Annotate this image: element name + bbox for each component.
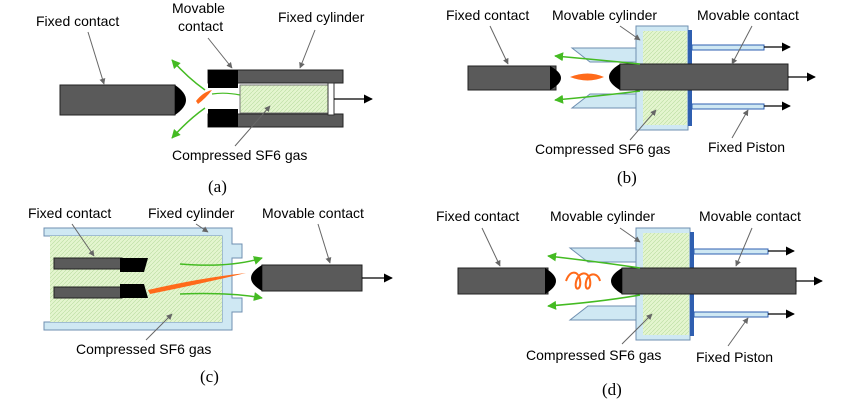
label-movable-contact-2: contact [178, 18, 223, 34]
leader-fixed-contact [489, 25, 509, 65]
fixed-contact-rod [467, 65, 557, 91]
label-gas: Compressed SF6 gas [76, 341, 211, 357]
label-gas: Compressed SF6 gas [535, 141, 670, 157]
leader-fixed-cylinder [299, 29, 316, 69]
movable-cylinder-upper [570, 47, 643, 63]
leader-fixed-contact [71, 223, 95, 257]
leader-movable-contact [731, 25, 753, 65]
fixed-contact-tip [175, 85, 186, 115]
leader-fixed-contact [87, 31, 106, 85]
fixed-contact-tip [545, 268, 556, 294]
panel-a: Fixed contact Movable contact Fixed cyli… [36, 0, 373, 196]
caption-b: (b) [617, 168, 637, 187]
fixed-contact-upper [53, 257, 123, 270]
gas-flow-arrow-up [179, 256, 263, 266]
panel-c: Fixed contact Fixed cylinder Movable con… [28, 205, 393, 386]
fixed-contact-rod [457, 267, 549, 295]
movable-contact-rod [261, 264, 363, 292]
fixed-contact-upper-tip [120, 258, 148, 272]
gas-flow-arrow-up [171, 59, 206, 91]
label-movable-contact: Movable contact [697, 7, 799, 23]
gas-flow-inner [211, 92, 241, 96]
compressed-gas-region [239, 84, 329, 114]
gas-flow-arrow-down [547, 294, 641, 310]
caption-d: (d) [602, 380, 622, 399]
leader-gas [621, 313, 653, 345]
panel-d: Fixed contact Movable cylinder Movable c… [436, 208, 823, 399]
fixed-contact-lower [53, 286, 123, 299]
label-movable-contact: Movable contact [699, 208, 801, 224]
leader-fixed-cylinder [195, 223, 209, 233]
leader-fixed-piston [731, 109, 749, 139]
piston-rod-bottom [693, 311, 769, 318]
movable-contact-tip [609, 64, 620, 90]
fixed-contact-rod [59, 84, 176, 116]
gas-flow-arrow-up [547, 252, 641, 269]
gas-flow-arrow-down [171, 107, 206, 139]
compressed-gas-region [50, 236, 222, 322]
movable-contact-tip [611, 268, 622, 294]
gas-flow-arrow-down [554, 90, 641, 104]
panel-b: Fixed contact Movable cylinder Movable c… [446, 7, 816, 187]
movable-contact-upper [208, 70, 238, 88]
label-fixed-contact: Fixed contact [446, 7, 529, 23]
leader-gas [145, 313, 173, 341]
label-gas: Compressed SF6 gas [526, 347, 661, 363]
movable-contact-rod [619, 63, 789, 91]
fixed-contact-tip [550, 66, 561, 90]
leader-movable-cylinder [619, 25, 641, 41]
movable-cylinder-lower [570, 93, 643, 109]
fixed-contact-lower-tip [120, 284, 148, 298]
label-fixed-contact: Fixed contact [36, 13, 119, 29]
leader-gas [234, 105, 271, 147]
leader-movable-cylinder [619, 227, 641, 243]
movable-contact-tip [251, 265, 262, 291]
piston-plate [327, 82, 335, 116]
electric-arc [565, 271, 601, 290]
leader-fixed-contact [481, 227, 501, 267]
label-movable-cylinder: Movable cylinder [550, 208, 655, 224]
label-fixed-cylinder: Fixed cylinder [148, 205, 235, 221]
label-movable-contact: Movable contact [262, 205, 364, 221]
electric-arc [196, 90, 212, 104]
gas-flow-arrow-down [179, 292, 263, 301]
caption-a: (a) [208, 177, 227, 196]
label-gas: Compressed SF6 gas [172, 147, 307, 163]
label-fixed-contact: Fixed contact [28, 205, 111, 221]
leader-fixed-piston [727, 317, 749, 347]
label-movable-contact-1: Movable [172, 0, 225, 16]
piston-rod-top [693, 248, 769, 255]
piston-rod-top [691, 44, 765, 51]
piston-rod-bottom [691, 103, 765, 110]
leader-movable-contact [207, 37, 233, 69]
label-fixed-contact: Fixed contact [436, 208, 519, 224]
leader-movable-contact [317, 223, 332, 264]
gas-flow-arrow-up [554, 52, 641, 65]
label-fixed-cylinder: Fixed cylinder [278, 9, 365, 25]
caption-c: (c) [200, 367, 219, 386]
label-movable-cylinder: Movable cylinder [552, 7, 657, 23]
leader-movable-contact [735, 227, 753, 267]
movable-contact-rod [621, 267, 797, 295]
electric-arc [570, 73, 604, 81]
movable-contact-lower [208, 109, 238, 127]
movable-cylinder-lower [568, 305, 641, 321]
electric-arc [148, 273, 246, 294]
label-fixed-piston: Fixed Piston [696, 349, 773, 365]
label-fixed-piston: Fixed Piston [708, 139, 785, 155]
leader-gas [629, 109, 657, 141]
